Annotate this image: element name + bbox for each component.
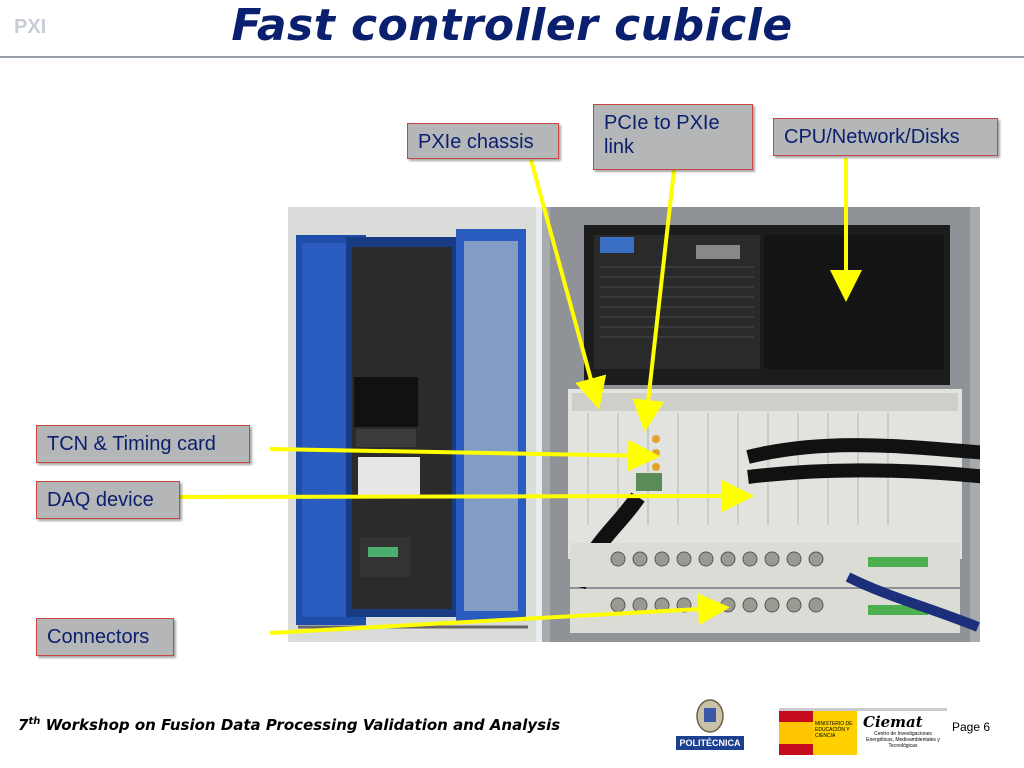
page-number: Page 6 xyxy=(952,720,991,734)
arrow-tcn xyxy=(269,439,660,472)
ordinal-suffix: th xyxy=(28,716,41,727)
title-divider xyxy=(0,56,1024,58)
ordinal-number: 7 xyxy=(18,716,29,734)
arrow-pcie-link xyxy=(632,169,676,432)
upm-logo: POLITÉCNICA xyxy=(676,696,744,752)
callout-daq: DAQ device xyxy=(36,481,180,519)
workshop-footer: 7th Workshop on Fusion Data Processing V… xyxy=(18,716,560,734)
arrow-pxie-chassis xyxy=(529,159,607,410)
slide-title: Fast controller cubicle xyxy=(231,0,793,51)
ministry-text: MINISTERIO DE EDUCACIÓN Y CIENCIA xyxy=(815,721,853,739)
callout-cpu: CPU/Network/Disks xyxy=(773,118,998,156)
arrow-connectors xyxy=(269,593,730,635)
spain-flag-icon xyxy=(779,711,813,755)
upm-logo-text: POLITÉCNICA xyxy=(679,738,741,748)
callout-pxie-chassis: PXIe chassis xyxy=(407,123,559,159)
ministry-badge xyxy=(813,711,857,755)
workshop-name: Workshop on Fusion Data Processing Valid… xyxy=(40,716,561,734)
arrow-daq xyxy=(159,480,754,513)
ciemat-subtitle: Centro de Investigaciones Energéticas, M… xyxy=(866,731,940,749)
callout-tcn-timing: TCN & Timing card xyxy=(36,425,250,463)
ministry-ciemat-logo: MINISTERIO DE EDUCACIÓN Y CIENCIA Ciemat… xyxy=(779,708,947,755)
callout-connectors: Connectors xyxy=(36,618,174,656)
ciemat-wordmark: Ciemat xyxy=(863,713,923,731)
cubicle-photo xyxy=(288,207,980,642)
callout-pcie-link: PCIe to PXIe link xyxy=(593,104,753,170)
section-tag: PXI xyxy=(14,16,47,38)
